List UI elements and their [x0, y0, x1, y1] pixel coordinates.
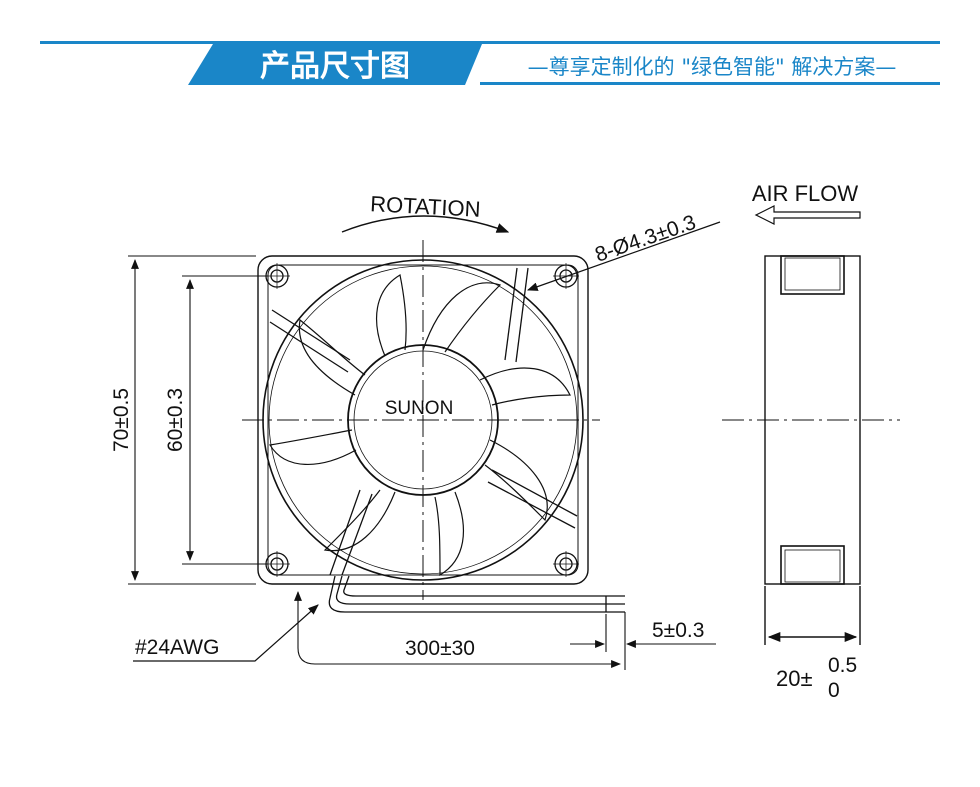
dim-outer — [128, 255, 256, 585]
mounting-hole-br — [553, 551, 579, 577]
thickness-upper-tolerance: 0.5 — [828, 654, 857, 677]
header-subtitle: —尊享定制化的 "绿色智能" 解决方案— — [528, 55, 897, 79]
header-top-rule — [40, 41, 940, 44]
side-view-slot-top — [780, 255, 845, 295]
side-view — [722, 255, 900, 645]
mounting-hole-bl — [264, 551, 290, 577]
header-title: 产品尺寸图 — [260, 49, 410, 84]
header-title-tab — [188, 44, 482, 85]
brand-label: SUNON — [385, 398, 454, 419]
fan-struts — [269, 267, 578, 576]
thickness-base-label: 20± — [776, 666, 813, 691]
dim-outer-label: 70±0.5 — [110, 388, 133, 452]
wire-gauge-label: #24AWG — [135, 636, 219, 659]
rotation-label: ROTATION — [370, 191, 482, 222]
side-view-slot-bottom — [780, 545, 845, 585]
side-view-slot-bottom-inner — [784, 549, 841, 583]
dim-strip-length — [570, 614, 716, 652]
dim-hole-pitch — [182, 275, 268, 565]
fan-blades — [269, 274, 571, 577]
dim-lead-length — [294, 591, 626, 670]
header-bottom-rule — [480, 82, 940, 85]
strip-length-label: 5±0.3 — [652, 619, 704, 642]
airflow-arrow — [754, 205, 861, 225]
lead-length-label: 300±30 — [405, 637, 475, 660]
dim-hole-pitch-label: 60±0.3 — [164, 388, 187, 452]
page-header: 产品尺寸图 —尊享定制化的 "绿色智能" 解决方案— — [40, 41, 940, 85]
lead-wires — [328, 575, 625, 613]
rotation-arrow — [341, 215, 510, 233]
airflow-label: AIR FLOW — [752, 181, 859, 206]
hole-spec-leader — [526, 221, 721, 291]
hole-spec-label: 8-Ø4.3±0.3 — [592, 211, 699, 267]
side-view-slot-top-inner — [784, 257, 841, 291]
thickness-lower-tolerance: 0 — [828, 679, 840, 702]
front-view — [242, 240, 625, 613]
